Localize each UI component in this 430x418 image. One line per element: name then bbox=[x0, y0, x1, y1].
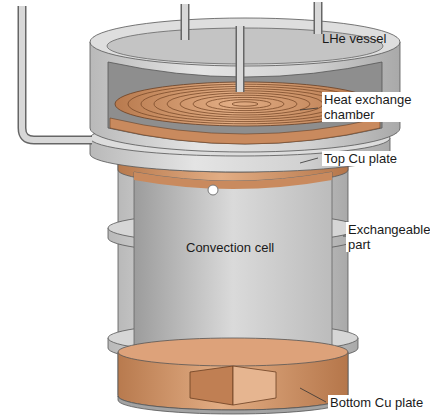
exchanger-spiral bbox=[193, 95, 297, 113]
bottom-cu-cut-right bbox=[233, 366, 276, 405]
exchanger-spiral bbox=[206, 97, 284, 110]
fill-pipe-face bbox=[182, 4, 188, 40]
left-pipe bbox=[22, 6, 92, 140]
lhe-vessel-top bbox=[90, 18, 400, 66]
top-cu-plate-underside bbox=[134, 172, 332, 189]
base-rim bbox=[118, 396, 348, 414]
leader-line bbox=[300, 108, 318, 110]
part-label: LHe vessel bbox=[322, 31, 386, 46]
cell-wall bbox=[118, 150, 348, 409]
vent-pipe-face bbox=[315, 2, 321, 34]
leader-line bbox=[300, 158, 318, 163]
part-label: Top Cu plate bbox=[322, 151, 399, 166]
port-hole bbox=[208, 185, 218, 195]
leader-line bbox=[300, 388, 326, 402]
left-pipe-face bbox=[22, 6, 92, 140]
centre-pipe-face bbox=[237, 26, 243, 92]
part-label: Convection cell bbox=[186, 240, 274, 255]
bottom-cu-plate-top bbox=[118, 338, 348, 366]
cell-interior bbox=[134, 172, 332, 359]
part-label: Heat exchange chamber bbox=[322, 92, 426, 122]
exchanger-spiral bbox=[180, 93, 310, 115]
exchanger-spiral bbox=[154, 89, 336, 120]
exchanger-spiral bbox=[219, 100, 271, 109]
exchanger-spiral bbox=[167, 91, 323, 117]
fill-pipe bbox=[181, 4, 190, 40]
part-label: Exchangeable part bbox=[346, 222, 426, 252]
centre-pipe bbox=[236, 26, 245, 92]
part-label: Bottom Cu plate bbox=[328, 395, 425, 410]
vent-pipe bbox=[314, 2, 323, 34]
exchanger-spiral bbox=[141, 86, 349, 121]
bottom-cu-cut-left bbox=[190, 366, 233, 405]
exchanger-spiral bbox=[232, 102, 258, 106]
